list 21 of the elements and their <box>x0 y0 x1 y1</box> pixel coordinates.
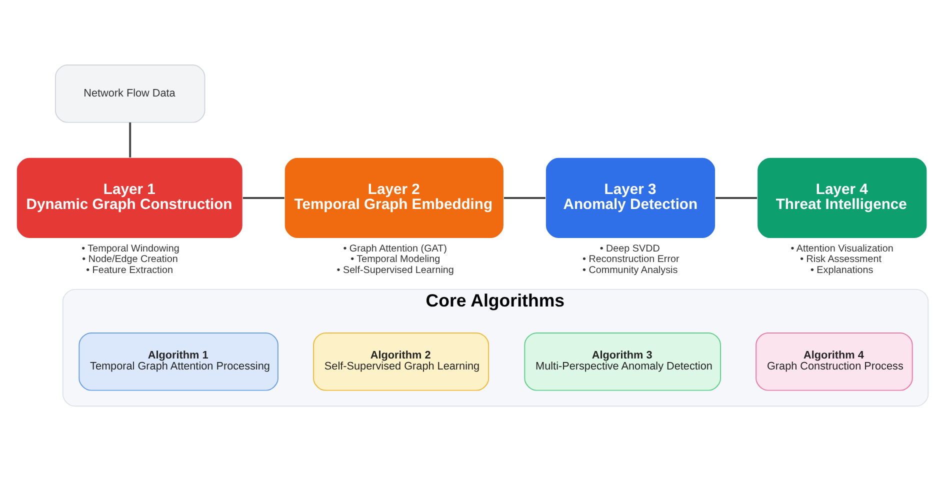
node-label: • Community Analysis <box>582 265 678 276</box>
node-box: Algorithm 3 Multi-Perspective Anomaly Detection <box>524 332 721 391</box>
node-label: • Temporal Windowing <box>82 243 180 254</box>
connector <box>504 196 546 199</box>
node-box: Algorithm 2 Self-Supervised Graph Learning <box>313 332 490 391</box>
node-label: • Deep SVDD <box>600 243 660 254</box>
node-label: • Explanations <box>810 265 874 276</box>
connector <box>716 196 758 199</box>
node-box: Algorithm 1 Temporal Graph Attention Processing <box>78 332 278 391</box>
node-label: • Graph Attention (GAT) <box>343 243 447 254</box>
node-label: • Risk Assessment <box>800 254 882 266</box>
node-label: • Feature Extraction <box>86 265 173 276</box>
node-box: Network Flow Data <box>54 64 206 123</box>
connector <box>129 122 132 158</box>
connector <box>242 196 284 199</box>
node-label: • Attention Visualization <box>790 243 894 254</box>
node-label: • Self-Supervised Learning <box>336 265 454 276</box>
node-box: Algorithm 4 Graph Construction Process <box>756 332 913 391</box>
node-label: • Node/Edge Creation <box>82 254 178 266</box>
node-label: • Temporal Modeling <box>350 254 440 266</box>
node-label: • Reconstruction Error <box>582 254 680 266</box>
